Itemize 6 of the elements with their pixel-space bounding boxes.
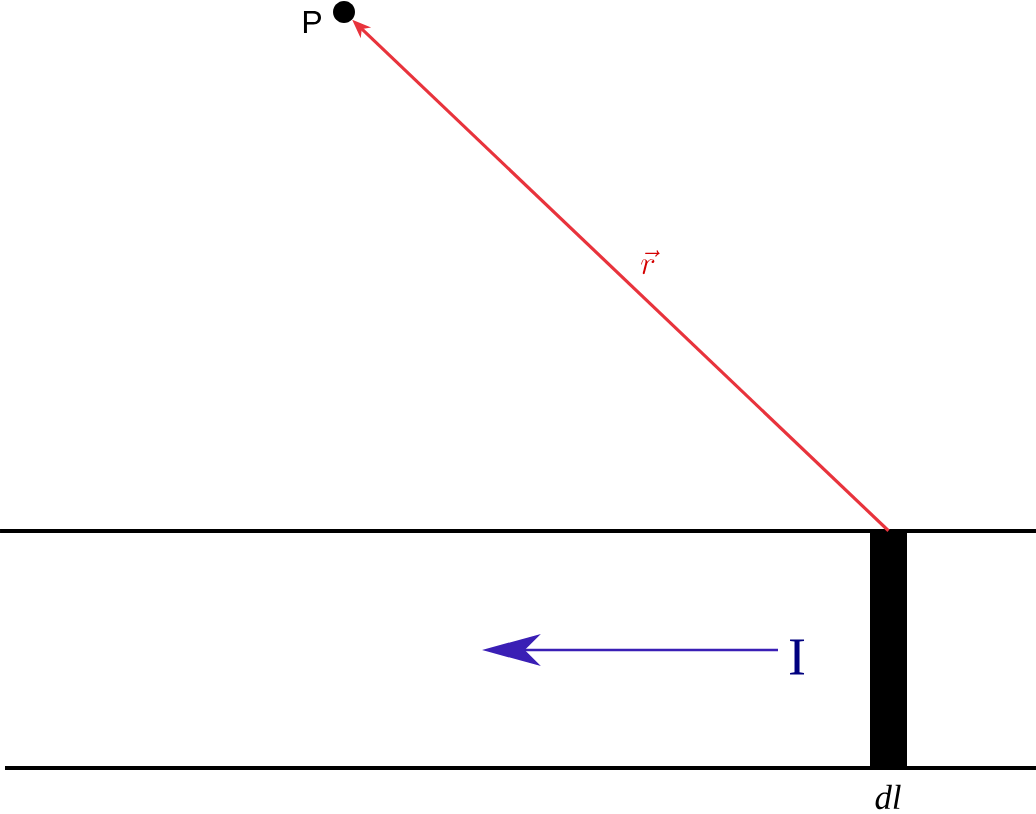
vector-label: $\vec{r}$	[641, 250, 660, 275]
element-label: dl	[875, 784, 901, 810]
point-dot	[333, 1, 355, 23]
current-label: I	[790, 639, 804, 675]
conductor-element	[870, 531, 907, 768]
point-label: P	[303, 11, 321, 33]
